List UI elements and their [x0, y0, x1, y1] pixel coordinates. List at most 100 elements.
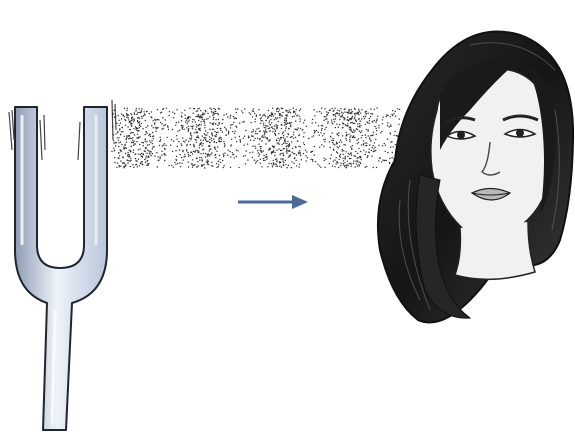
- wave-particle: [338, 135, 339, 136]
- wave-particle: [137, 121, 138, 122]
- wave-particle: [224, 146, 225, 147]
- wave-particle: [127, 154, 128, 155]
- wave-particle: [127, 108, 128, 109]
- wave-particle: [253, 108, 254, 109]
- wave-particle: [181, 143, 182, 144]
- wave-particle: [130, 132, 131, 133]
- wave-particle: [273, 162, 274, 163]
- wave-particle: [138, 153, 139, 154]
- wave-particle: [143, 142, 144, 143]
- wave-particle: [285, 130, 286, 131]
- wave-particle: [168, 115, 169, 116]
- wave-particle: [213, 129, 214, 130]
- wave-particle: [334, 144, 335, 145]
- wave-particle: [145, 147, 146, 148]
- wave-particle: [127, 152, 128, 153]
- wave-particle: [343, 154, 344, 155]
- wave-particle: [344, 158, 345, 159]
- wave-particle: [250, 139, 251, 140]
- wave-particle: [149, 113, 150, 114]
- wave-particle: [204, 137, 205, 138]
- wave-particle: [222, 131, 223, 132]
- wave-particle: [336, 157, 337, 158]
- wave-particle: [331, 119, 332, 120]
- wave-particle: [160, 156, 161, 157]
- wave-particle: [128, 156, 129, 157]
- wave-particle: [157, 109, 158, 110]
- wave-particle: [184, 154, 185, 155]
- wave-particle: [374, 109, 375, 110]
- wave-particle: [299, 164, 300, 165]
- wave-particle: [284, 124, 285, 125]
- wave-particle: [290, 154, 291, 155]
- wave-particle: [116, 167, 117, 168]
- wave-particle: [384, 143, 385, 144]
- wave-particle: [126, 138, 127, 139]
- wave-particle: [359, 157, 360, 158]
- wave-particle: [200, 116, 201, 117]
- wave-particle: [360, 163, 361, 164]
- wave-particle: [346, 134, 347, 135]
- wave-particle: [323, 139, 324, 140]
- wave-particle: [112, 126, 113, 127]
- arrow-right-icon: [238, 195, 308, 209]
- wave-particle: [303, 142, 304, 143]
- wave-particle: [215, 136, 216, 137]
- wave-particle: [235, 126, 236, 127]
- wave-particle: [199, 129, 200, 130]
- wave-particle: [354, 108, 355, 109]
- wave-particle: [279, 109, 280, 110]
- wave-particle: [198, 114, 199, 115]
- wave-particle: [263, 155, 264, 156]
- wave-particle: [232, 124, 233, 125]
- wave-particle: [130, 160, 131, 161]
- wave-particle: [236, 150, 237, 151]
- wave-particle: [184, 110, 185, 111]
- wave-particle: [302, 129, 303, 130]
- wave-particle: [193, 113, 194, 114]
- wave-particle: [330, 147, 331, 148]
- wave-particle: [288, 150, 289, 151]
- tuning-fork-icon: [9, 100, 116, 430]
- wave-particle: [246, 150, 247, 151]
- wave-particle: [323, 146, 324, 147]
- wave-particle: [288, 165, 289, 166]
- wave-particle: [284, 140, 285, 141]
- wave-particle: [188, 116, 189, 117]
- wave-particle: [374, 126, 375, 127]
- wave-particle: [334, 121, 335, 122]
- wave-particle: [224, 153, 225, 154]
- wave-particle: [162, 109, 163, 110]
- wave-particle: [218, 114, 219, 115]
- wave-particle: [206, 161, 207, 162]
- wave-particle: [358, 109, 359, 110]
- wave-particle: [351, 131, 352, 132]
- wave-particle: [286, 121, 287, 122]
- wave-particle: [368, 135, 369, 136]
- wave-particle: [315, 122, 316, 123]
- wave-particle: [131, 114, 132, 115]
- wave-particle: [150, 151, 151, 152]
- wave-particle: [260, 118, 261, 119]
- wave-particle: [289, 155, 290, 156]
- wave-particle: [223, 153, 224, 154]
- wave-particle: [300, 152, 301, 153]
- wave-particle: [113, 134, 114, 135]
- wave-particle: [266, 158, 267, 159]
- wave-particle: [250, 122, 251, 123]
- wave-particle: [210, 122, 211, 123]
- wave-particle: [142, 156, 143, 157]
- wave-particle: [284, 142, 285, 143]
- wave-particle: [139, 121, 140, 122]
- wave-particle: [153, 127, 154, 128]
- wave-particle: [323, 158, 324, 159]
- wave-particle: [140, 112, 141, 113]
- wave-particle: [214, 113, 215, 114]
- wave-particle: [255, 133, 256, 134]
- wave-particle: [122, 131, 123, 132]
- wave-particle: [245, 130, 246, 131]
- wave-particle: [192, 159, 193, 160]
- wave-particle: [288, 144, 289, 145]
- wave-particle: [144, 139, 145, 140]
- wave-particle: [369, 139, 370, 140]
